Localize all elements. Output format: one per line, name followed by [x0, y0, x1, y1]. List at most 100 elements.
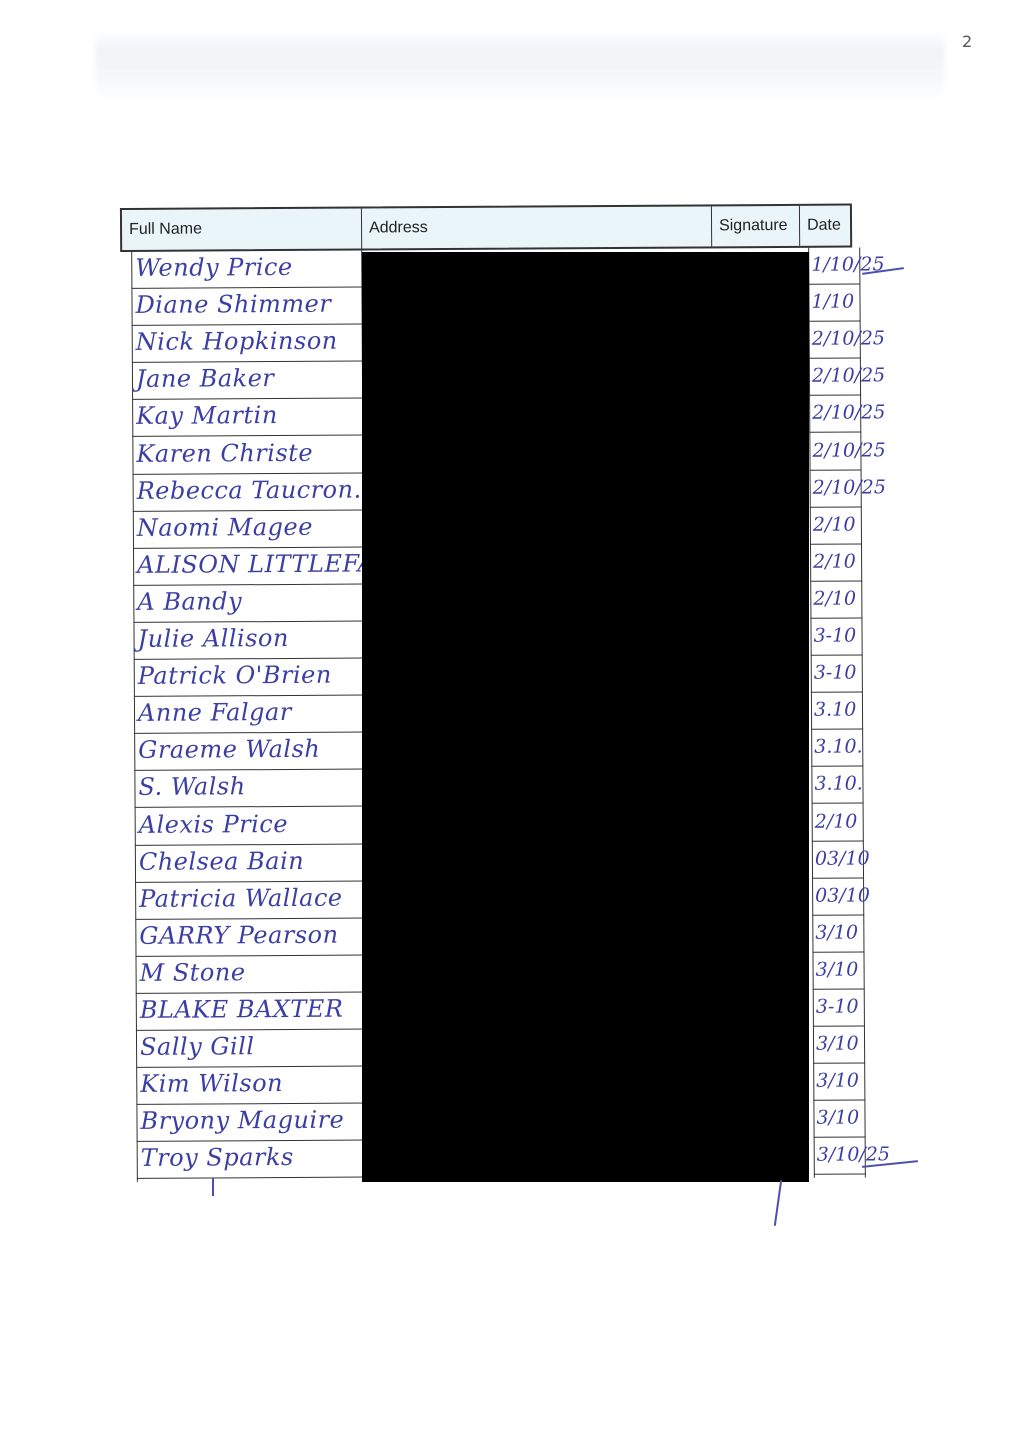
- table-row: M Stone: [135, 955, 367, 994]
- table-row: Naomi Magee: [132, 510, 365, 549]
- signer-name: Nick Hopkinson: [135, 326, 338, 357]
- table-row: ALISON LITTLEFAIR: [133, 547, 404, 586]
- date-cell: 2/10/25: [808, 321, 885, 359]
- date-cell: 3-10: [810, 655, 863, 693]
- table-row: Patricia Wallace: [135, 881, 367, 920]
- signed-date: 3.10.: [814, 735, 863, 759]
- header-signature: Signature: [711, 205, 801, 247]
- date-cell: 1/10: [808, 284, 861, 322]
- date-cell: 3/10: [813, 1100, 866, 1139]
- signed-date: 3/10/25: [816, 1143, 891, 1167]
- signed-date: 3/10: [815, 1032, 859, 1055]
- pen-stroke: [212, 1178, 214, 1196]
- table-row: Julie Allison: [133, 621, 365, 660]
- date-cell: 3.10: [810, 692, 864, 730]
- signer-name: Jane Baker: [135, 364, 275, 394]
- signed-date: 3/10: [815, 958, 859, 981]
- table-row: Troy Sparks: [136, 1140, 368, 1180]
- signed-date: 3-10: [813, 624, 857, 647]
- page-number: 2: [962, 32, 973, 51]
- table-row: Anne Falgar: [133, 695, 366, 735]
- date-cell: 3.10.: [811, 766, 864, 805]
- signed-date: 2/10/25: [812, 401, 886, 425]
- table-row: Sally Gill: [135, 1029, 368, 1069]
- table-row: Wendy Price: [131, 250, 363, 289]
- signed-date: 3.10.: [814, 772, 863, 796]
- signed-date: 2/10: [813, 550, 856, 573]
- signer-name: Wendy Price: [135, 252, 293, 282]
- signer-name: Naomi Magee: [136, 512, 313, 542]
- date-cell: 2/10/25: [809, 395, 886, 434]
- date-cell: 2/10: [809, 544, 863, 582]
- signed-date: 2/10/25: [812, 438, 886, 462]
- table-header: Full Name Address Signature Date: [119, 203, 853, 252]
- signed-date: 03/10: [815, 884, 870, 907]
- date-cell: 3/10/25: [813, 1137, 890, 1176]
- table-row: GARRY Pearson: [135, 918, 367, 957]
- signer-name: Sally Gill: [139, 1032, 255, 1061]
- signer-name: Diane Shimmer: [135, 289, 332, 320]
- date-cell: 03/10: [812, 878, 870, 916]
- signed-date: 03/10: [814, 847, 870, 870]
- signed-date: 3/10: [815, 921, 859, 944]
- signer-name: A Bandy: [137, 587, 243, 616]
- redaction-block: [362, 252, 809, 1182]
- table-row: Nick Hopkinson: [131, 324, 363, 364]
- signed-date: 2/10/25: [811, 327, 886, 350]
- signer-name: Karen Christe: [136, 438, 314, 468]
- header-address: Address: [361, 206, 713, 249]
- signer-name: Kay Martin: [136, 401, 278, 431]
- date-cell: 1/10/25: [808, 247, 885, 285]
- signer-name: Rebecca Taucron.: [136, 475, 362, 505]
- date-cell: 2/10: [810, 581, 863, 619]
- date-cell: 3/10: [813, 1063, 866, 1101]
- signer-name: Anne Falgar: [137, 698, 292, 728]
- table-row: Rebecca Taucron.: [132, 473, 364, 512]
- signer-name: Bryony Maguire: [140, 1105, 345, 1136]
- signer-name: BLAKE BAXTER: [139, 994, 344, 1024]
- table-row: Karen Christe: [132, 436, 364, 475]
- date-cell: 2/10: [809, 507, 862, 545]
- signer-name: Patricia Wallace: [139, 883, 343, 913]
- signed-date: 3-10: [813, 661, 857, 684]
- signer-name: GARRY Pearson: [139, 920, 339, 950]
- table-row: Jane Baker: [131, 361, 364, 401]
- signer-name: Julie Allison: [137, 623, 289, 653]
- signer-name: Chelsea Bain: [138, 846, 305, 876]
- signed-date: 3-10: [815, 995, 859, 1018]
- table-row: Diane Shimmer: [131, 287, 363, 327]
- signer-name: Troy Sparks: [140, 1143, 294, 1173]
- date-cell: 2/10/25: [809, 470, 886, 508]
- table-row: Chelsea Bain: [134, 844, 367, 883]
- signed-date: 3/10: [816, 1106, 860, 1130]
- signer-name: Alexis Price: [138, 809, 289, 839]
- date-cell: 3-10: [812, 989, 865, 1027]
- date-cell: 3/10: [812, 915, 865, 953]
- faded-header-text: [95, 30, 945, 100]
- signer-name: S. Walsh: [138, 772, 246, 802]
- date-cell: 03/10: [811, 841, 870, 879]
- signed-date: 2/10: [814, 810, 858, 833]
- table-row: A Bandy: [133, 584, 365, 623]
- date-cell: 3-10: [810, 618, 863, 656]
- header-full-name: Full Name: [121, 208, 363, 250]
- signer-name: M Stone: [139, 958, 246, 987]
- table-row: Graeme Walsh: [134, 732, 366, 772]
- table-row: Bryony Maguire: [136, 1103, 368, 1143]
- date-cell: 2/10: [811, 803, 864, 842]
- signer-name: Kim Wilson: [140, 1069, 284, 1099]
- date-cell: 3/10: [812, 952, 865, 990]
- signed-date: 1/10: [811, 290, 855, 313]
- table-row: Kay Martin: [132, 398, 364, 438]
- signed-date: 3.10: [813, 698, 857, 721]
- table-row: BLAKE BAXTER: [135, 992, 367, 1031]
- signer-name: Graeme Walsh: [138, 735, 321, 765]
- table-row: S. Walsh: [134, 769, 366, 809]
- table-row: Alexis Price: [134, 807, 366, 846]
- signed-date: 2/10/25: [811, 364, 886, 388]
- table-row: Patrick O'Brien: [133, 658, 365, 698]
- header-date: Date: [806, 216, 841, 234]
- date-cell: 3.10.: [811, 729, 864, 768]
